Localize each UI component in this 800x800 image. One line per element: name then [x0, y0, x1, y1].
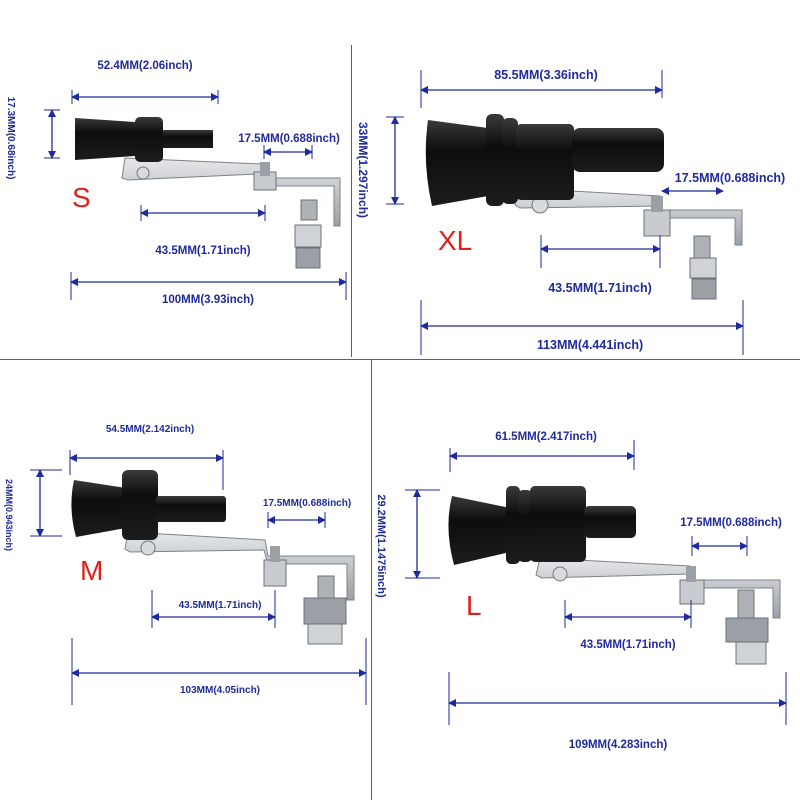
panel-divider-horizontal [0, 359, 800, 360]
dim-diameter-l: 29.2MM(1.1475inch) [375, 494, 387, 598]
dim-body-length-s: 52.4MM(2.06inch) [97, 60, 192, 72]
dim-slot-width-xl: 17.5MM(0.688inch) [675, 171, 785, 185]
panel-divider-bottom-vertical [371, 360, 372, 800]
dim-diameter-s: 17.3MM(0.68inch) [5, 97, 16, 180]
dim-slot-width-l: 17.5MM(0.688inch) [680, 517, 782, 529]
product-whistle-s [75, 117, 341, 269]
dim-hole-spacing-l: 43.5MM(1.71inch) [580, 639, 675, 651]
dim-diameter-xl: 33MM(1.297inch) [356, 122, 370, 218]
product-whistle-xl [425, 114, 743, 300]
product-whistle-m [71, 470, 355, 645]
panel-s: S 52.4MM(2.06inch) 17.3MM(0.68inch) 17.5… [5, 60, 347, 306]
size-label-m: M [80, 555, 103, 586]
panel-xl: XL 85.5MM(3.36inch) 33MM(1.297inch) 17.5… [356, 68, 785, 355]
size-label-s: S [72, 182, 91, 213]
dim-diameter-m: 24MM(0.943inch) [4, 479, 14, 551]
dim-body-length-l: 61.5MM(2.417inch) [495, 431, 597, 443]
panel-divider-top-vertical [351, 45, 352, 357]
dim-overall-length-s: 100MM(3.93inch) [162, 294, 254, 306]
dim-overall-length-l: 109MM(4.283inch) [569, 739, 668, 751]
panel-l: L 61.5MM(2.417inch) 29.2MM(1.1475inch) 1… [375, 431, 787, 751]
size-label-xl: XL [438, 225, 472, 256]
dim-slot-width-m: 17.5MM(0.688inch) [263, 498, 351, 509]
panel-m: M 54.5MM(2.142inch) 24MM(0.943inch) 17.5… [4, 424, 367, 705]
dim-body-length-xl: 85.5MM(3.36inch) [494, 68, 598, 82]
dim-hole-spacing-xl: 43.5MM(1.71inch) [548, 281, 652, 295]
dim-slot-width-s: 17.5MM(0.688inch) [238, 133, 340, 145]
product-whistle-l [448, 486, 781, 665]
dim-body-length-m: 54.5MM(2.142inch) [106, 424, 194, 435]
dim-hole-spacing-m: 43.5MM(1.71inch) [179, 600, 262, 611]
dim-hole-spacing-s: 43.5MM(1.71inch) [155, 245, 250, 257]
dim-overall-length-xl: 113MM(4.441inch) [537, 338, 643, 352]
dim-overall-length-m: 103MM(4.05inch) [180, 685, 260, 696]
size-label-l: L [466, 590, 482, 621]
